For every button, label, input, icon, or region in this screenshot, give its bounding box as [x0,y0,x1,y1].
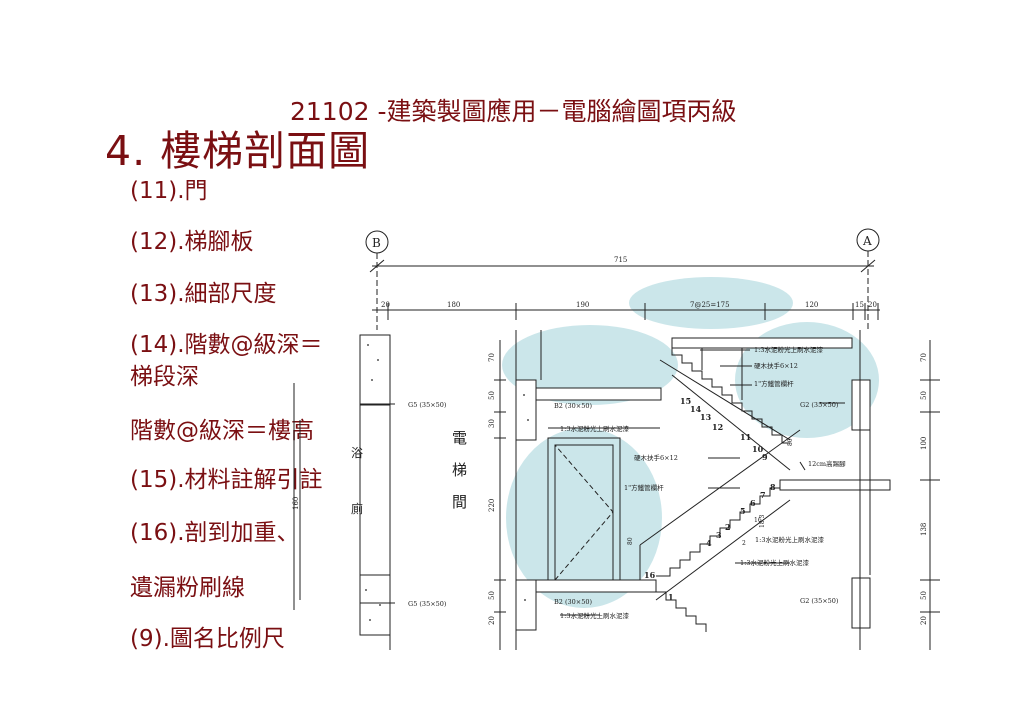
beam-label-g2-upper: G2 (35×50) [800,401,839,409]
top-slab-right [671,337,853,349]
step-num-5: 5 [740,506,746,516]
step-num-1: 1 [668,592,674,602]
left-dim-2: 50 [488,391,496,400]
item-step-height: 階數@級深＝樓高 [130,418,314,444]
middle-flight-steps [656,479,790,577]
small-dim-2: 80 [627,537,634,545]
left-dim-4: 220 [488,499,496,512]
right-dim-2: 50 [920,391,928,400]
small-dim-1: 80 [787,438,794,446]
top-dim-1: 20 [381,301,390,309]
room-bath-2: 廁 [351,501,363,516]
overall-dim-text: 715 [614,256,627,264]
highlight-notes [735,322,879,438]
highlight-door-top [502,325,678,405]
top-dim-4: 7@25=175 [690,301,730,309]
highlight-step-dims [629,277,793,329]
finish-note-3: 1:3水泥粉光上刷水泥漆 [740,558,809,567]
item-kickplate: (12).梯腳板 [130,229,254,255]
item-step-formula-cont: 梯段深 [130,364,199,390]
item-step-formula: (14).階數@級深＝ [130,332,323,358]
highlight-door [506,428,662,608]
item-material-notes: (15).材料註解引註 [130,467,323,493]
concrete-hatch [365,344,529,621]
rail-note-2: 1"方鐵管欄杆 [754,379,794,388]
finish-note-1: 1:3水泥粉光上刷水泥漆 [754,345,823,354]
step-num-10: 10 [752,444,764,454]
step-num-14: 14 [690,404,702,414]
step-num-3: 3 [716,530,722,540]
lower-flight-steps [656,591,707,632]
item-door: (11).門 [130,178,208,204]
left-dim-1: 70 [488,353,496,362]
beam-g2-upper [851,379,871,431]
top-dim-2: 180 [447,301,460,309]
rail-note-3: 硬木扶手6×12 [634,453,678,462]
grid-label-b: B [372,236,381,250]
room-elevator-1: 電 [452,429,467,447]
top-dim-3: 190 [576,301,589,309]
step-num-2: 2 [725,522,731,532]
left-dim-6: 20 [488,616,496,625]
highlight-ellipses [502,277,879,608]
beam-label-g5-upper: G5 (35×50) [408,401,447,409]
beam-label-b2-lower: B2 (30×50) [554,598,593,606]
step-num-12: 12 [712,422,723,432]
small-dim-5: 16 [754,517,762,524]
left-dim-3: 30 [488,419,496,428]
beam-g2-lower [851,577,871,629]
finish-note-4: 1:3水泥粉光上刷水泥漆 [560,611,629,620]
room-bath-1: 浴 [351,446,363,460]
step-num-15: 15 [680,396,691,406]
item-plaster-lines: 遺漏粉刷線 [130,575,245,601]
left-dim-5: 50 [488,591,496,600]
item-detail-dims: (13).細部尺度 [130,281,277,307]
right-dim-1: 70 [920,353,928,362]
room-elevator-3: 間 [452,493,467,511]
top-dim-6: 15 [855,301,864,309]
page-title: 4. 樓梯剖面圖 [105,127,371,175]
lower-slab [515,579,657,593]
left-wall-lower [359,574,391,636]
small-dim-4: 18.3 [759,514,766,528]
finish-note-5: 1:3水泥粉光上刷水泥漆 [755,535,824,544]
railing-height-note: 12cm高踢腳 [808,459,846,468]
right-dim-6: 20 [920,616,928,625]
rail-note-4: 1"方鐵管欄杆 [624,483,664,492]
step-num-4: 4 [706,538,712,548]
item-section-lines: (16).剖到加重、 [130,520,300,546]
left-wall-upper [359,334,391,406]
beam-label-b2-upper: B2 (30×50) [554,402,593,410]
beam-b2-lower [515,579,537,631]
small-dim-3: 2 [742,540,746,547]
right-dim-5: 50 [920,591,928,600]
top-dim-7: 20 [868,301,877,309]
beam-label-g2-lower: G2 (35×50) [800,597,839,605]
item-title-scale: (9).圖名比例尺 [130,626,285,652]
step-num-6: 6 [750,498,756,508]
right-dim-4: 138 [920,523,928,536]
step-num-13: 13 [700,412,712,422]
step-num-16: 16 [644,570,656,580]
step-num-11: 11 [740,432,751,442]
upper-slab [515,387,662,401]
room-elevator-2: 梯 [452,461,467,479]
header-title: 21102 -建築製圖應用－電腦繪圖項丙級 [290,97,737,126]
upper-flight-steps [671,348,790,444]
step-num-9: 9 [762,452,768,462]
rail-note-1: 硬木扶手6×12 [754,361,798,370]
left-wall-dim: 160 [292,497,300,510]
rail-upper [659,359,791,441]
top-dim-5: 120 [805,301,818,309]
beam-label-g5-lower: G5 (35×50) [408,600,447,608]
grid-label-a: A [862,234,872,248]
beam-b2-upper [515,379,537,441]
finish-note-2: 1:3水泥粉光上刷水泥漆 [560,424,629,433]
step-num-7: 7 [760,490,766,500]
right-dim-3: 100 [920,437,928,450]
landing-slab [779,479,891,491]
step-num-8: 8 [770,482,776,492]
